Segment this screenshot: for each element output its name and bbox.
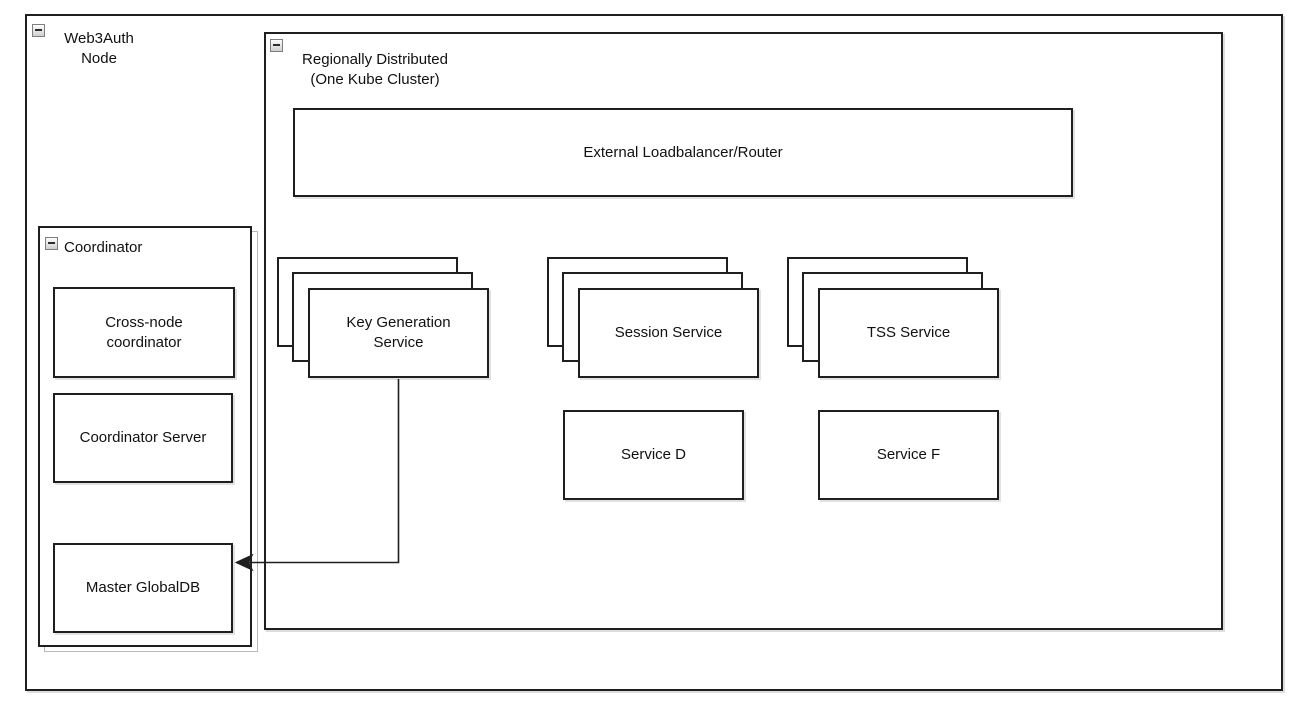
node-key-generation-service: Key Generation Service <box>308 288 489 378</box>
node-service-f: Service F <box>818 410 999 500</box>
collapse-toggle-icon[interactable] <box>32 24 45 37</box>
node-label: External Loadbalancer/Router <box>583 143 783 161</box>
minus-glyph <box>35 29 42 31</box>
group-coordinator-label: Coordinator <box>64 239 143 256</box>
node-label: TSS Service <box>866 324 951 341</box>
group-web3auth-label: Web3Auth Node <box>64 30 134 67</box>
node-service-d: Service D <box>563 410 744 500</box>
node-label: Master GlobalDB <box>85 579 201 596</box>
node-session-service: Session Service <box>578 288 759 378</box>
minus-glyph <box>273 44 280 46</box>
node-tss-service: TSS Service <box>818 288 999 378</box>
node-label: Key Generation Service <box>346 314 451 351</box>
node-label: Session Service <box>614 324 723 341</box>
collapse-toggle-icon[interactable] <box>270 39 283 52</box>
node-coordinator-server: Coordinator Server <box>53 393 233 483</box>
node-label: Cross-node coordinator <box>105 313 183 351</box>
minus-glyph <box>48 242 55 244</box>
node-label: Coordinator Server <box>79 429 207 446</box>
node-external-loadbalancer: External Loadbalancer/Router <box>293 108 1073 197</box>
collapse-toggle-icon[interactable] <box>45 237 58 250</box>
node-cross-node-coordinator: Cross-node coordinator <box>53 287 235 378</box>
node-master-globaldb: Master GlobalDB <box>53 543 233 633</box>
node-label: Service F <box>876 446 941 463</box>
group-region-label: Regionally Distributed (One Kube Cluster… <box>302 51 448 88</box>
node-label: Service D <box>620 446 687 463</box>
